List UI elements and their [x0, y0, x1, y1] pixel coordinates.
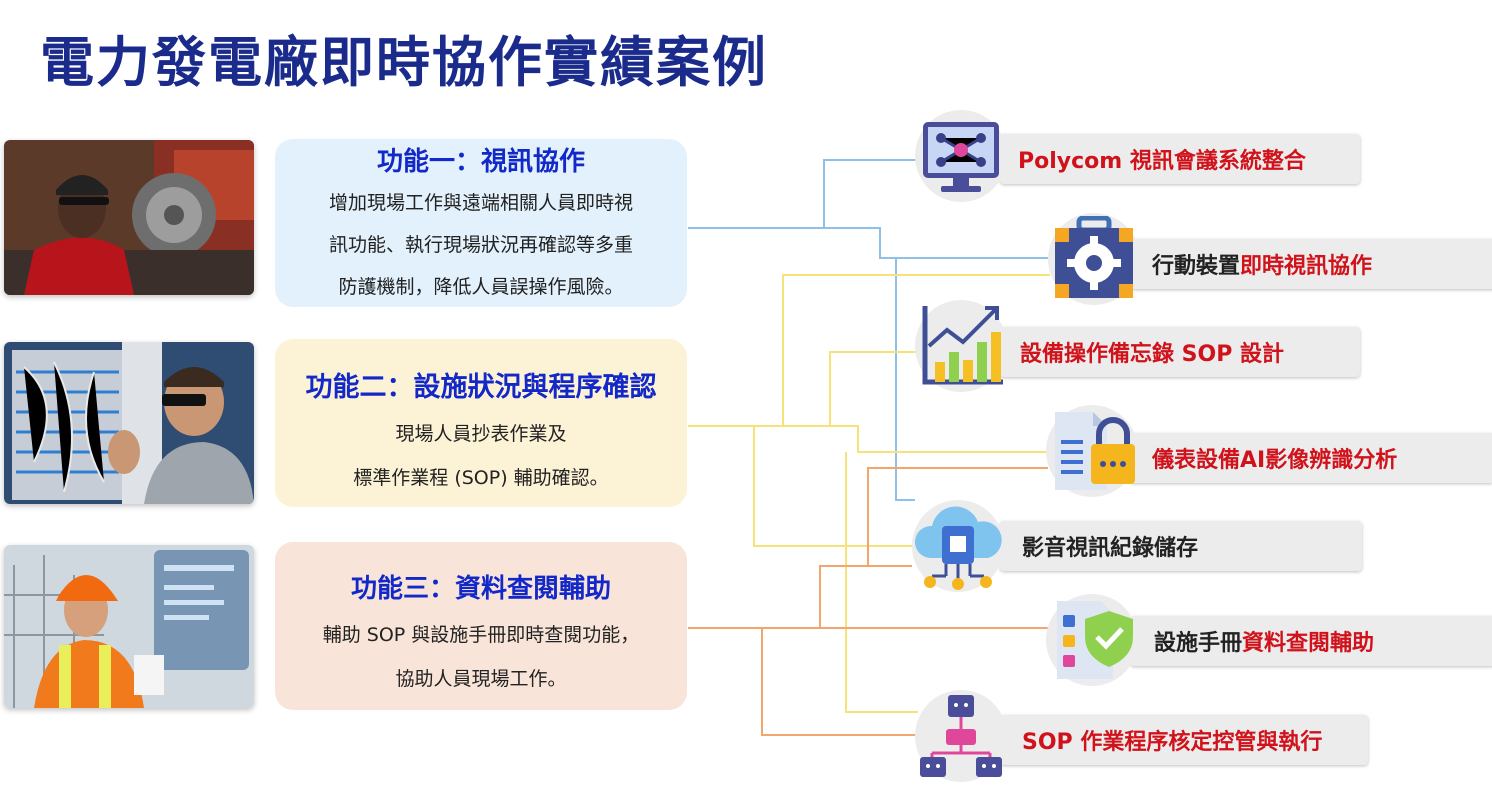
page-title: 電力發電廠即時協作實績案例: [40, 31, 768, 94]
connector-line-blue: [823, 159, 918, 228]
connector-line-orange: [819, 565, 912, 628]
network-monitor-icon: [915, 110, 1007, 202]
connector-line-yellow: [753, 426, 912, 547]
feature-title: 功能三：資料查閱輔助: [350, 574, 611, 604]
smart-glasses-worker-photo: [4, 140, 254, 295]
connector-line-blue: [688, 227, 1050, 259]
connector-line-yellow: [829, 351, 918, 426]
item-bar-5: 影音視訊紀錄儲存: [1000, 521, 1362, 571]
item-bar-6: 設施手冊資料查閱輔助: [1130, 616, 1492, 666]
connector-line-yellow: [845, 452, 918, 713]
hierarchy-icon: [915, 690, 1007, 782]
shield-document-icon: [1046, 594, 1138, 686]
cloud-storage-icon: [912, 500, 1004, 592]
engineer-hardhat-tablet-photo: [4, 545, 254, 708]
connector-line-blue: [895, 258, 915, 501]
feature-card-1: 功能一：視訊協作 增加現場工作與遠端相關人員即時視 訊功能、執行現場狀況再確認等…: [275, 139, 687, 307]
feature-card-3: 功能三：資料查閱輔助 輔助 SOP 與設施手冊即時查閱功能， 協助人員現場工作。: [275, 542, 687, 710]
item-bar-7: SOP 作業程序核定控管與執行: [1000, 715, 1368, 765]
connector-line-orange: [867, 467, 1048, 566]
feature-description: 輔助 SOP 與設施手冊即時查閱功能， 協助人員現場工作。: [322, 624, 640, 690]
feature-title: 功能一：視訊協作: [376, 147, 585, 177]
item-bar-1: Polycom 視訊會議系統整合: [1000, 134, 1360, 184]
document-lock-icon: [1046, 405, 1138, 497]
feature-card-2: 功能二：設施狀況與程序確認 現場人員抄表作業及 標準作業程 (SOP) 輔助確認…: [275, 339, 687, 507]
connector-line-orange: [761, 628, 918, 736]
connector-line-yellow: [688, 425, 1048, 453]
connector-line-yellow: [782, 274, 1050, 426]
item-bar-3: 設備操作備忘錄 SOP 設計: [1000, 327, 1360, 377]
feature-description: 現場人員抄表作業及 標準作業程 (SOP) 輔助確認。: [353, 423, 609, 489]
feature-description: 增加現場工作與遠端相關人員即時視 訊功能、執行現場狀況再確認等多重 防護機制，降…: [328, 192, 633, 298]
technician-server-rack-photo: [4, 342, 254, 504]
gear-toolbox-icon: [1048, 213, 1140, 305]
feature-title: 功能二：設施狀況與程序確認: [305, 372, 657, 403]
item-bar-2: 行動裝置即時視訊協作: [1130, 239, 1492, 289]
item-bar-4: 儀表設備AI影像辨識分析: [1130, 433, 1492, 483]
growth-chart-icon: [915, 300, 1007, 392]
